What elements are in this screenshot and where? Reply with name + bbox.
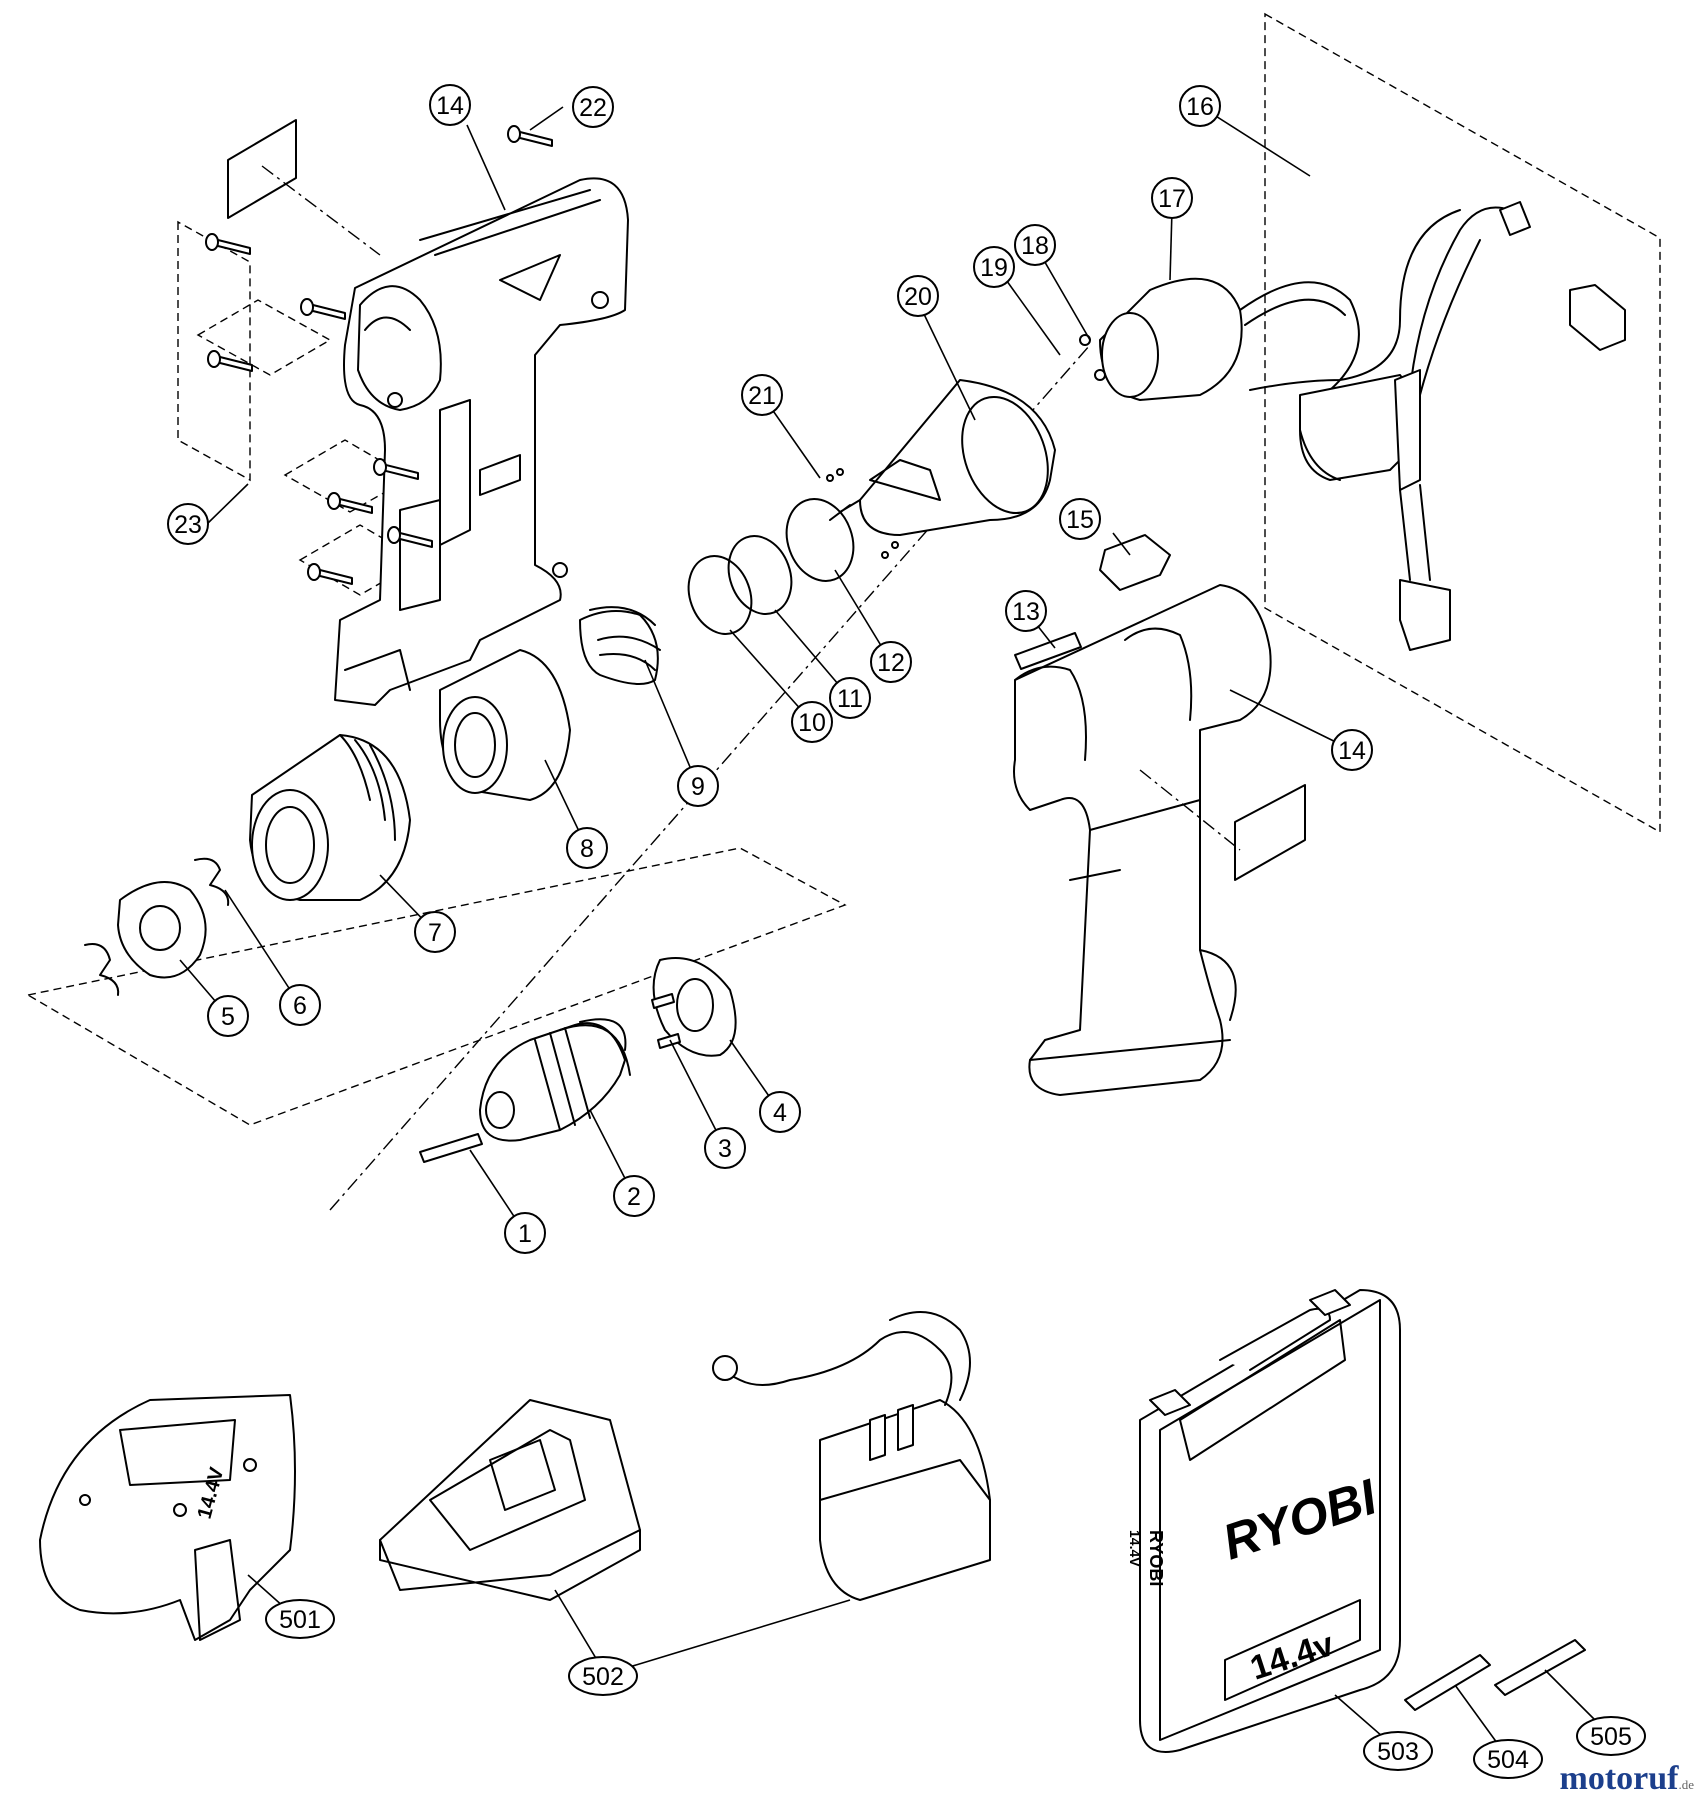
- screwdriver-bit-505: [1494, 1639, 1586, 1696]
- callout-6: 6: [279, 984, 321, 1026]
- svg-text:21: 21: [748, 382, 776, 410]
- svg-text:502: 502: [582, 1663, 624, 1691]
- screwdriver-bit-504: [1404, 1654, 1491, 1711]
- svg-text:4: 4: [773, 1099, 787, 1127]
- callout-9: 9: [677, 765, 719, 807]
- callout-21: 21: [741, 374, 783, 416]
- case-side-brand: RYOBI: [1146, 1530, 1166, 1586]
- compression-spring: [579, 606, 661, 685]
- svg-text:8: 8: [580, 835, 594, 863]
- gearbox: [829, 379, 1056, 536]
- housing-screws: [205, 125, 553, 585]
- svg-text:14: 14: [436, 92, 464, 120]
- callout-14-right: 14: [1331, 729, 1373, 771]
- svg-text:6: 6: [293, 992, 307, 1020]
- svg-text:13: 13: [1012, 598, 1040, 626]
- callout-505: 505: [1576, 1716, 1646, 1756]
- callout-18: 18: [1014, 224, 1056, 266]
- motor: [1099, 277, 1360, 401]
- callout-4: 4: [759, 1091, 801, 1133]
- svg-text:16: 16: [1186, 93, 1214, 121]
- svg-text:11: 11: [837, 685, 863, 713]
- svg-text:15: 15: [1066, 506, 1094, 534]
- callout-17: 17: [1151, 177, 1193, 219]
- torque-adjusting-ring: [249, 734, 411, 901]
- chuck-assembly-box: [26, 847, 847, 1126]
- callout-16: 16: [1179, 85, 1221, 127]
- switch-assembly-panel: [1264, 12, 1661, 834]
- svg-text:22: 22: [579, 94, 607, 122]
- callout-11: 11: [829, 677, 871, 719]
- svg-text:18: 18: [1021, 232, 1049, 260]
- callout-503: 503: [1363, 1731, 1433, 1771]
- watermark-logo: motoruf.de: [1559, 1760, 1695, 1797]
- callout-13: 13: [1005, 590, 1047, 632]
- washer-10: [687, 555, 753, 635]
- svg-text:12: 12: [877, 649, 905, 677]
- left-housing-half: [334, 177, 629, 706]
- svg-text:504: 504: [1487, 1746, 1529, 1774]
- callout-5: 5: [207, 995, 249, 1037]
- callout-7: 7: [414, 911, 456, 953]
- fuse: [1014, 632, 1082, 670]
- washer-11: [727, 535, 793, 615]
- callout-23: 23: [167, 503, 209, 545]
- svg-text:20: 20: [904, 283, 932, 311]
- drill-chuck: [479, 1018, 631, 1142]
- washer-12: [785, 498, 855, 582]
- callout-8: 8: [566, 827, 608, 869]
- label-sticker-right: [1234, 784, 1306, 881]
- case-side-voltage: 14.4V: [1127, 1530, 1143, 1567]
- screw-box-3: [298, 524, 422, 596]
- switch-and-wiring: [1249, 201, 1626, 651]
- svg-text:503: 503: [1377, 1738, 1419, 1766]
- screw-box-1: [196, 299, 332, 376]
- callout-20: 20: [897, 275, 939, 317]
- svg-text:1: 1: [518, 1220, 532, 1248]
- svg-text:14: 14: [1338, 737, 1366, 765]
- clutch-plate: [84, 857, 230, 996]
- callout-3: 3: [704, 1127, 746, 1169]
- svg-text:505: 505: [1590, 1723, 1632, 1751]
- svg-text:3: 3: [718, 1135, 732, 1163]
- callout-1: 1: [504, 1212, 546, 1254]
- chuck-screw: [419, 1133, 483, 1163]
- svg-text:9: 9: [691, 773, 705, 801]
- svg-text:2: 2: [627, 1183, 641, 1211]
- lock-plate: [651, 957, 737, 1057]
- battery-pack: 14.4V: [39, 1394, 296, 1641]
- svg-text:5: 5: [221, 1003, 235, 1031]
- callout-14-left: 14: [429, 84, 471, 126]
- label-sticker-left: [227, 119, 297, 219]
- callout-19: 19: [973, 246, 1015, 288]
- ring-gear: [439, 649, 571, 801]
- svg-text:501: 501: [279, 1606, 321, 1634]
- callout-15: 15: [1059, 498, 1101, 540]
- screw-set-bracket: [177, 220, 251, 482]
- terminal-clip: [1099, 534, 1171, 591]
- power-adapter: [712, 1311, 991, 1601]
- svg-text:17: 17: [1158, 185, 1186, 213]
- svg-text:7: 7: [428, 919, 442, 947]
- callout-10: 10: [791, 701, 833, 743]
- callout-22: 22: [572, 86, 614, 128]
- callout-12: 12: [870, 641, 912, 683]
- carry-case: RYOBI 14.4v RYOBI 14.4V: [1127, 1289, 1401, 1753]
- callout-501: 501: [265, 1599, 335, 1639]
- callout-504: 504: [1473, 1739, 1543, 1779]
- right-housing-half: [1013, 584, 1272, 1096]
- svg-text:19: 19: [980, 254, 1008, 282]
- battery-charger: [379, 1399, 641, 1601]
- svg-text:10: 10: [798, 709, 826, 737]
- callout-502: 502: [568, 1656, 638, 1696]
- svg-text:23: 23: [174, 511, 202, 539]
- callout-2: 2: [613, 1175, 655, 1217]
